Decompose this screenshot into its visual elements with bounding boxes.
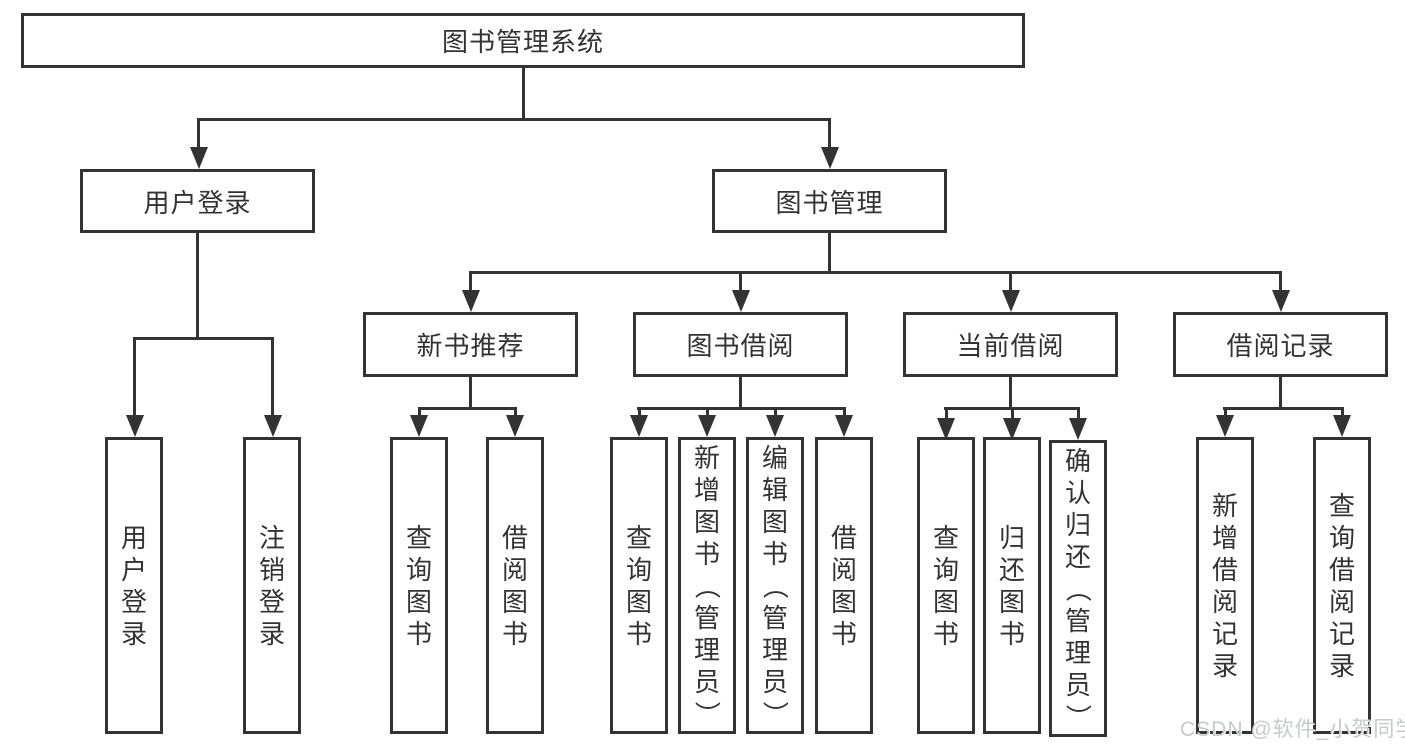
leaf-borrow-books: 借阅图书 [815,437,873,734]
connector-line [417,407,421,416]
connector-line [419,407,516,410]
leaf-query-books-recommend: 查询图书 [390,437,448,734]
connector-line [133,337,136,416]
connector-line [1076,407,1080,419]
connector-line [134,337,274,340]
connector-line [1009,377,1012,410]
arrowhead-icon [1003,418,1021,440]
arrowhead-icon [189,147,208,169]
arrowhead-icon [698,415,716,437]
arrowhead-icon [835,415,853,437]
arrowhead-icon [1216,415,1234,437]
connector-line [521,68,525,121]
node-label: 图书管理系统 [441,27,604,57]
node-label: 用户登录 [120,522,147,649]
connector-line [197,118,831,121]
node-book-borrow: 图书借阅 [633,312,848,377]
node-label: 借阅图书 [501,522,528,649]
leaf-user-login: 用户登录 [105,437,163,734]
arrowhead-icon [461,290,480,312]
connector-line [196,233,199,340]
node-label: 用户登录 [143,187,252,218]
node-label: 查询图书 [625,522,652,649]
connector-line [1009,271,1012,291]
node-label: 归还图书 [998,522,1025,649]
arrowhead-icon [1333,415,1351,437]
leaf-edit-book-admin: 编辑图书（管理员） [746,437,804,734]
node-current-borrow: 当前借阅 [903,312,1118,377]
arrowhead-icon [1271,290,1290,312]
leaf-query-books-borrow: 查询图书 [610,437,668,734]
connector-line [739,271,742,291]
node-library-system: 图书管理系统 [21,13,1025,68]
node-label: 查询借阅记录 [1328,490,1355,681]
arrowhead-icon [731,290,750,312]
connector-line [470,271,1281,274]
connector-line [828,118,831,148]
node-label: 图书借阅 [686,331,795,361]
leaf-borrow-books-recommend: 借阅图书 [486,437,544,734]
connector-line [513,407,517,416]
node-label: 编辑图书（管理员） [759,442,790,727]
connector-line [828,233,831,274]
connector-line [197,118,200,148]
arrowhead-icon [125,415,144,437]
node-label: 借阅图书 [830,522,857,649]
connector-line [842,407,846,416]
leaf-add-book-admin: 新增图书（管理员） [678,437,736,734]
connector-line [1279,271,1282,291]
node-label: 图书管理 [775,187,884,218]
connector-line [1010,407,1014,419]
node-label: 查询图书 [932,522,959,649]
arrowhead-icon [630,415,648,437]
arrowhead-icon [263,415,282,437]
leaf-logout: 注销登录 [243,437,301,734]
node-label: 新增图书（管理员） [691,442,722,727]
connector-line [705,407,709,416]
node-book-management: 图书管理 [712,169,947,233]
connector-line [1223,407,1227,416]
node-label: 注销登录 [258,522,285,649]
connector-line [944,407,948,419]
connector-line [637,407,845,410]
arrowhead-icon [937,418,955,440]
connector-line [271,337,274,416]
connector-line [1340,407,1344,416]
node-label: 新书推荐 [416,331,525,361]
arrowhead-icon [506,415,524,437]
connector-line [739,377,742,410]
leaf-confirm-return-admin: 确认归还（管理员） [1049,440,1107,737]
arrowhead-icon [1069,418,1087,440]
arrowhead-icon [820,147,839,169]
node-borrow-records: 借阅记录 [1173,312,1388,377]
node-label: 借阅记录 [1226,331,1335,361]
leaf-query-borrow-record: 查询借阅记录 [1313,437,1371,734]
connector-line [468,377,472,410]
arrowhead-icon [766,415,784,437]
connector-line [469,271,472,291]
arrowhead-icon [410,415,428,437]
connector-line [1223,407,1343,410]
node-label: 当前借阅 [956,331,1065,361]
leaf-return-books: 归还图书 [983,437,1041,734]
node-label: 查询图书 [405,522,432,649]
leaf-add-borrow-record: 新增借阅记录 [1196,437,1254,734]
connector-line [773,407,777,416]
node-new-book-recommend: 新书推荐 [363,312,578,377]
csdn-watermark: CSDN @软件_小贺同学 [1180,718,1405,741]
node-label: 确认归还（管理员） [1062,445,1093,730]
node-user-login: 用户登录 [80,169,315,233]
connector-line [637,407,641,416]
node-label: 新增借阅记录 [1211,490,1238,681]
connector-line [1278,377,1282,410]
leaf-query-books-current: 查询图书 [917,437,975,734]
arrowhead-icon [1001,290,1020,312]
